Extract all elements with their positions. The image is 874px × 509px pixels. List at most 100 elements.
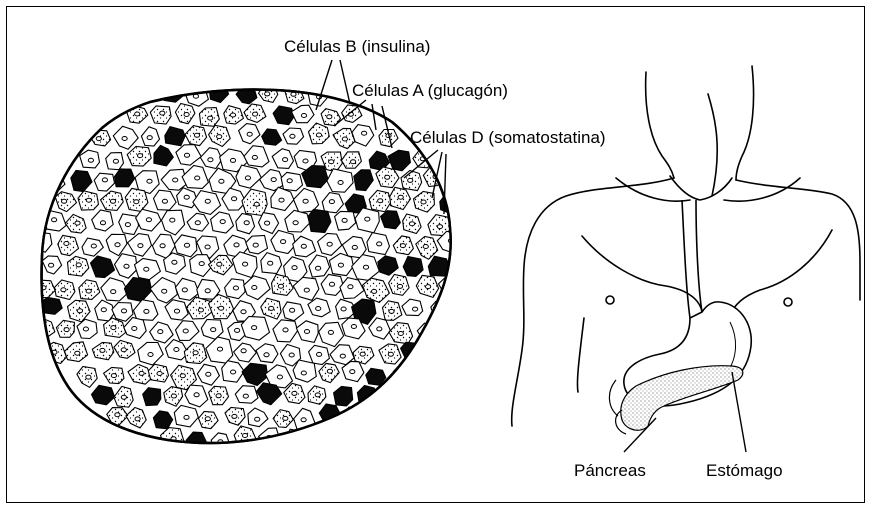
cell-nucleus	[113, 159, 118, 163]
cell-nucleus	[360, 352, 365, 356]
cell-nucleus	[52, 218, 57, 222]
cell-nucleus	[193, 351, 198, 355]
cell-nucleus	[184, 195, 189, 199]
cell-nucleus	[365, 217, 370, 221]
cell-nucleus	[385, 175, 390, 179]
cell-nucleus	[327, 369, 332, 373]
cell-nucleus	[409, 222, 414, 226]
cell-nucleus	[231, 370, 236, 374]
cell-nucleus	[329, 200, 334, 204]
cell-nucleus	[241, 310, 246, 314]
cell-nucleus	[160, 111, 165, 115]
alpha-cell	[22, 210, 45, 231]
cell-nucleus	[279, 198, 284, 202]
cell-nucleus	[184, 153, 189, 157]
delta-cell	[31, 190, 50, 209]
cell-nucleus	[157, 372, 162, 376]
islet-of-langerhans	[22, 81, 474, 451]
cell-nucleus	[174, 348, 179, 352]
cell-nucleus	[111, 374, 116, 378]
cell-nucleus	[77, 309, 82, 313]
cell-nucleus	[205, 289, 210, 293]
cell-nucleus	[205, 417, 210, 421]
cell-nucleus	[303, 159, 308, 163]
cell-nucleus	[340, 354, 345, 358]
cell-nucleus	[265, 221, 270, 225]
cell-nucleus	[88, 158, 93, 162]
cell-nucleus	[293, 437, 298, 441]
cell-nucleus	[115, 413, 120, 417]
cell-nucleus	[242, 434, 247, 438]
cell-nucleus	[385, 397, 390, 401]
cell-nucleus	[183, 329, 188, 333]
cell-nucleus	[445, 330, 450, 334]
cell-nucleus	[144, 309, 149, 313]
label-cells-b: Células B (insulina)	[284, 37, 430, 56]
cell-nucleus	[329, 160, 334, 164]
cell-nucleus	[146, 218, 151, 222]
label-pancreas: Páncreas	[574, 461, 646, 480]
cell-nucleus	[413, 307, 418, 311]
cell-nucleus	[243, 262, 248, 266]
cell-nucleus	[400, 244, 405, 248]
cell-nucleus	[195, 176, 200, 180]
cell-nucleus	[426, 285, 431, 289]
cell-nucleus	[121, 309, 126, 313]
cell-nucleus	[421, 200, 426, 204]
cell-nucleus	[377, 242, 382, 246]
cell-nucleus	[317, 352, 322, 356]
label-cells-a: Células A (glucagón)	[352, 81, 508, 100]
cell-nucleus	[138, 244, 143, 248]
cell-nucleus	[132, 327, 137, 331]
cell-nucleus	[247, 132, 252, 136]
alpha-cell	[165, 127, 185, 146]
esophagus	[682, 200, 702, 318]
cell-nucleus	[139, 371, 144, 375]
cell-nucleus	[199, 262, 204, 266]
cell-nucleus	[162, 199, 167, 203]
cell-nucleus	[76, 263, 81, 267]
cell-nucleus	[174, 309, 179, 313]
cell-nucleus	[372, 289, 377, 293]
cell-nucleus	[292, 266, 297, 270]
cell-nucleus	[125, 223, 130, 227]
cell-nucleus	[377, 327, 382, 331]
cell-nucleus	[217, 347, 222, 351]
beta-cell	[429, 340, 449, 360]
cell-nucleus	[422, 372, 427, 376]
cell-nucleus	[111, 326, 116, 330]
alpha-cell	[143, 388, 161, 406]
cell-nucleus	[49, 263, 54, 267]
cell-nucleus	[291, 92, 296, 96]
cell-nucleus	[303, 199, 308, 203]
cell-nucleus	[338, 181, 343, 185]
cell-nucleus	[148, 353, 153, 357]
cell-nucleus	[438, 307, 443, 311]
cell-nucleus	[437, 349, 442, 353]
cell-nucleus	[75, 221, 80, 225]
cell-nucleus	[351, 325, 356, 329]
cell-nucleus	[245, 176, 250, 180]
cell-nucleus	[283, 328, 288, 332]
cell-nucleus	[290, 134, 295, 138]
cell-nucleus	[301, 371, 306, 375]
cell-nucleus	[338, 263, 343, 267]
cell-nucleus	[211, 328, 216, 332]
cell-nucleus	[388, 352, 393, 356]
cell-nucleus	[264, 353, 269, 357]
delta-cell	[453, 256, 475, 276]
cell-nucleus	[252, 155, 257, 159]
cell-nucleus	[135, 417, 140, 421]
cell-nucleus	[316, 133, 321, 137]
cell-nucleus	[205, 245, 210, 249]
cell-nucleus	[172, 260, 177, 264]
delta-cell	[23, 258, 41, 278]
cell-nucleus	[184, 113, 189, 117]
cell-nucleus	[160, 244, 165, 248]
cell-nucleus	[115, 243, 120, 247]
cell-nucleus	[180, 374, 185, 378]
cell-nucleus	[147, 179, 152, 183]
cell-nucleus	[437, 225, 442, 229]
cell-nucleus	[100, 348, 105, 352]
cell-nucleus	[111, 290, 116, 294]
